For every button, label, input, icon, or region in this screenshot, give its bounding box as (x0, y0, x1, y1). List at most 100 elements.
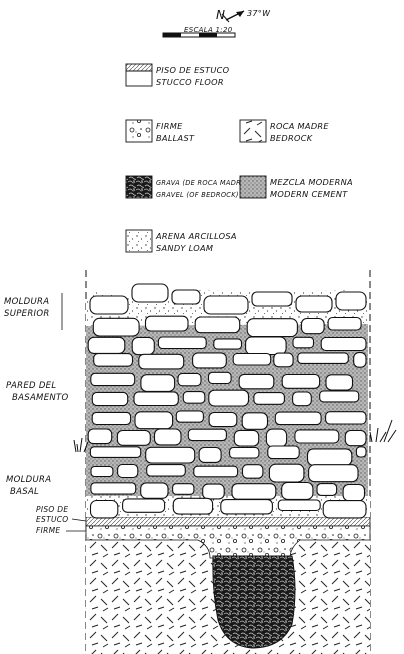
stucco-floor-layer (85, 516, 371, 527)
stone (342, 483, 366, 502)
stone (146, 464, 186, 477)
stone (92, 317, 140, 337)
stone (316, 483, 338, 496)
stone (308, 464, 359, 483)
legend-text-bedrock-1: BEDROCK (270, 133, 313, 143)
stone (267, 445, 300, 460)
section-labels: MOLDURA SUPERIOR PARED DEL BASAMENTO MOL… (4, 293, 87, 535)
stone (89, 499, 119, 519)
stone (277, 499, 321, 512)
stone (193, 465, 239, 478)
stone (335, 291, 367, 311)
stone (89, 446, 142, 458)
scale-bar: ESCALA 1:20 (162, 26, 236, 38)
stone (319, 390, 360, 403)
stone (327, 316, 362, 331)
label-upper-molding-2: SUPERIOR (4, 309, 50, 319)
stone (320, 336, 367, 352)
label-basal-molding-2: BASAL (10, 487, 39, 497)
stone (306, 448, 353, 466)
stone (322, 500, 367, 519)
stone (292, 391, 312, 407)
stone (172, 497, 214, 515)
stone (297, 352, 349, 364)
stone (265, 428, 288, 448)
legend-text-ballast-0: FIRME (156, 121, 183, 131)
stone (202, 483, 225, 500)
stone (90, 372, 136, 387)
legend-swatch-gravel (125, 175, 153, 199)
stone (192, 352, 227, 369)
stone (145, 446, 196, 464)
stone (246, 318, 298, 338)
stone (194, 316, 241, 334)
legend-item-gravel: GRAVA (DE ROCA MADRE) GRAVEL (OF BEDROCK) (125, 175, 248, 199)
stone (153, 428, 182, 446)
stone (229, 446, 260, 459)
legend-swatch-stucco (125, 63, 153, 72)
stone (268, 463, 305, 483)
stone (140, 374, 176, 392)
label-ballast: FIRME (36, 526, 60, 535)
stone (273, 352, 294, 368)
grass-right-icon (369, 419, 397, 443)
stone (138, 353, 185, 370)
stone (292, 336, 315, 349)
stone (294, 429, 340, 444)
stone (93, 353, 134, 367)
stone (140, 482, 169, 499)
legend-text-loam-0: ARENA ARCILLOSA (155, 231, 237, 241)
stone (238, 373, 275, 390)
stone (208, 411, 238, 428)
stone (213, 338, 243, 350)
stone (90, 482, 137, 495)
stone (253, 392, 285, 405)
stone (89, 295, 129, 315)
stone (131, 283, 169, 303)
bearing-label: 37°W (247, 9, 271, 18)
stone (157, 336, 207, 350)
label-basal-molding-1: MOLDURA (6, 475, 51, 485)
legend-text-loam-1: SANDY LOAM (156, 243, 213, 253)
legend-item-stucco: PISO DE ESTUCO STUCCO FLOOR (125, 63, 230, 87)
stone (355, 446, 367, 458)
stone (231, 483, 277, 500)
legend-text-bedrock-0: ROCA MADRE (270, 121, 329, 131)
legend-item-loam: ARENA ARCILLOSA SANDY LOAM (125, 229, 237, 253)
label-stucco-floor-1: PISO DE (36, 505, 68, 514)
stone (325, 374, 354, 391)
legend-text-stucco-1: STUCCO FLOOR (156, 77, 224, 87)
legend-text-cement-1: MODERN CEMENT (270, 189, 348, 199)
legend-text-gravel-0: GRAVA (DE ROCA MADRE) (156, 179, 248, 187)
stone (300, 317, 325, 335)
stone (117, 463, 139, 479)
legend-text-stucco-0: PISO DE ESTUCO (156, 65, 230, 75)
stone (233, 429, 260, 447)
stone (134, 411, 174, 430)
legend-swatch-bedrock (239, 119, 267, 143)
legend-text-gravel-1: GRAVEL (OF BEDROCK) (156, 191, 239, 199)
stone (353, 352, 367, 368)
stone (232, 352, 272, 366)
stone (144, 315, 189, 332)
north-arrow: N 37°W (216, 8, 271, 23)
stone (241, 412, 269, 430)
stone (182, 391, 206, 404)
stone (245, 336, 287, 356)
legend-item-bedrock: ROCA MADRE BEDROCK (239, 119, 329, 143)
grass-left-icon (73, 437, 89, 453)
label-upper-molding-1: MOLDURA (4, 297, 49, 307)
stone (251, 291, 293, 307)
stone (203, 295, 249, 315)
stone (172, 483, 195, 495)
stone (274, 411, 322, 426)
stone (91, 411, 132, 426)
legend-swatch-ballast (125, 119, 153, 143)
stone (116, 429, 151, 446)
gravel-fill (212, 555, 296, 649)
stone (281, 481, 314, 500)
